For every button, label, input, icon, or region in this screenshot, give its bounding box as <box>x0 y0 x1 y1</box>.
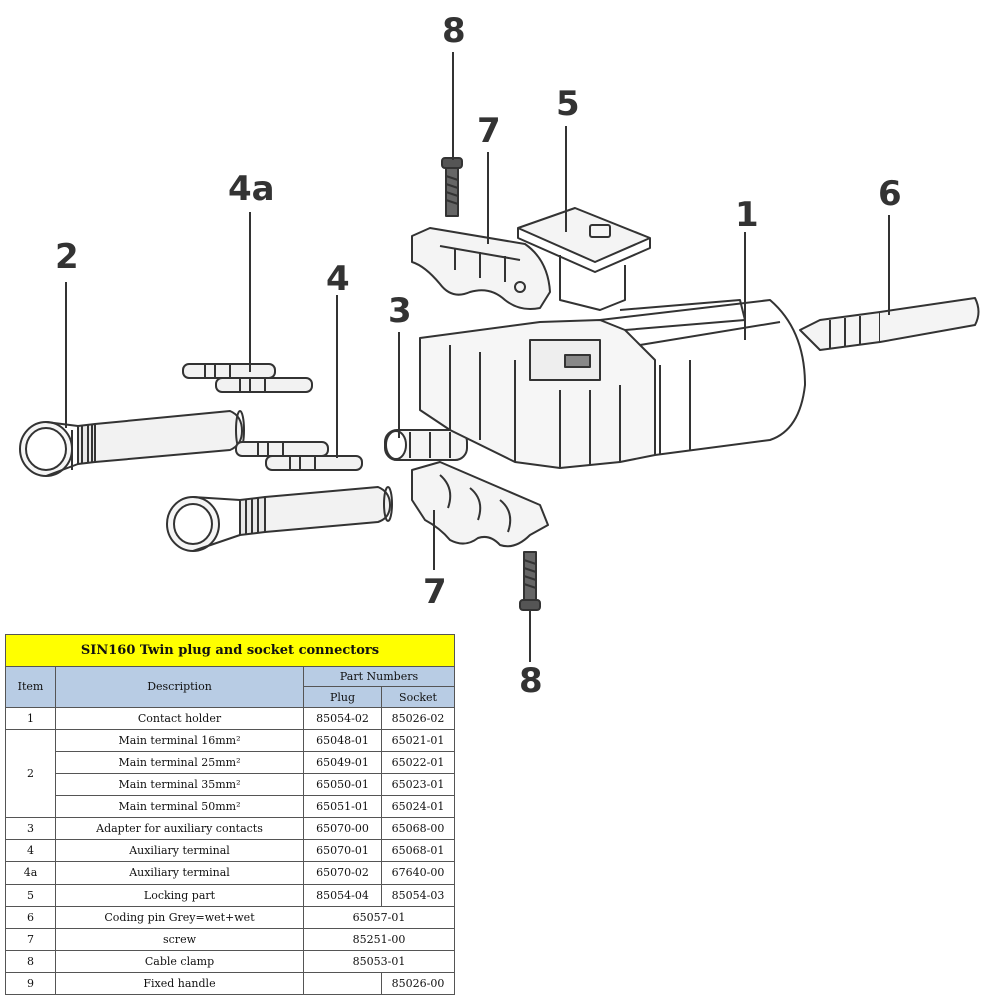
cell-plug: 65049-01 <box>303 751 382 775</box>
callout-6: 6 <box>878 174 902 214</box>
auxiliary-terminals-4 <box>235 441 363 471</box>
cell-plug: 85054-04 <box>303 883 382 907</box>
cell-description: Adapter for auxiliary contacts <box>55 817 304 841</box>
screw-top <box>441 157 463 217</box>
main-terminal-upper <box>19 410 245 477</box>
cell-item: 6 <box>5 905 56 929</box>
table-row: Main terminal 50mm² 65051-01 65024-01 <box>6 795 455 819</box>
table-row: Main terminal 25mm² 65049-01 65022-01 <box>6 751 455 775</box>
contact-holder-housing <box>419 299 806 469</box>
callout-3: 3 <box>388 291 412 331</box>
cell-description: Coding pin Grey=wet+wet <box>55 905 304 929</box>
parts-table: SIN160 Twin plug and socket connectors I… <box>5 634 455 996</box>
coding-pin <box>799 297 980 351</box>
cell-part-number: 85053-01 <box>303 949 455 973</box>
cell-description: screw <box>55 927 304 951</box>
cell-plug: 65050-01 <box>303 773 382 797</box>
cell-plug: 65070-01 <box>303 839 382 863</box>
table-row: 9 Fixed handle 85026-00 <box>5 971 455 996</box>
callout-8-bottom: 8 <box>519 661 543 701</box>
callout-7-top: 7 <box>477 111 501 151</box>
header-part-numbers: Part Numbers <box>303 665 455 688</box>
cell-part-number: 65057-01 <box>303 905 455 929</box>
table-row: 6 Coding pin Grey=wet+wet 65057-01 <box>5 905 455 929</box>
cell-plug: 65070-02 <box>303 861 382 885</box>
cell-plug <box>303 971 382 996</box>
cell-item: 7 <box>5 927 56 951</box>
cell-item: 9 <box>5 971 56 996</box>
cell-plug: 65048-01 <box>303 728 382 753</box>
cell-description: Main terminal 25mm² <box>55 751 304 775</box>
cell-description: Locking part <box>55 883 304 907</box>
cell-description: Main terminal 50mm² <box>55 795 304 819</box>
cell-item: 4a <box>5 861 56 885</box>
screw-bottom <box>519 551 541 611</box>
table-row: 3 Adapter for auxiliary contacts 65070-0… <box>5 817 455 841</box>
cell-item: 8 <box>5 949 56 973</box>
callout-8-top: 8 <box>442 11 466 51</box>
cell-description: Fixed handle <box>55 971 304 996</box>
cell-description: Contact holder <box>55 706 304 730</box>
header-plug: Plug <box>303 686 382 708</box>
cell-description: Auxiliary terminal <box>55 861 304 885</box>
auxiliary-terminals-4a <box>182 363 313 393</box>
cell-socket: 85054-03 <box>381 883 455 907</box>
cell-plug: 65051-01 <box>303 795 382 819</box>
locking-part <box>517 207 651 311</box>
cell-description: Main terminal 16mm² <box>55 728 304 753</box>
table-row: 5 Locking part 85054-04 85054-03 <box>5 883 455 907</box>
cable-clamp-upper <box>411 227 551 310</box>
cell-socket: 85026-00 <box>381 971 455 996</box>
header-socket: Socket <box>381 686 455 708</box>
cell-item: 5 <box>5 883 56 907</box>
adapter-auxiliary-contacts <box>384 429 468 461</box>
table-row: 2 Main terminal 16mm² 65048-01 65021-01 <box>5 728 455 819</box>
cell-socket: 65024-01 <box>381 795 455 819</box>
cell-socket: 65068-01 <box>381 839 455 863</box>
cell-item: 2 <box>5 728 56 819</box>
cell-socket: 65023-01 <box>381 773 455 797</box>
cell-description: Auxiliary terminal <box>55 839 304 863</box>
callout-2: 2 <box>55 237 79 277</box>
cell-socket: 65068-00 <box>381 817 455 841</box>
cell-socket: 65022-01 <box>381 751 455 775</box>
cell-description: Main terminal 35mm² <box>55 773 304 797</box>
callout-5: 5 <box>556 84 580 124</box>
header-item: Item <box>5 665 56 708</box>
cell-socket: 85026-02 <box>381 706 455 730</box>
cable-clamp-lower <box>411 461 549 548</box>
cell-socket: 65021-01 <box>381 728 455 753</box>
table-row: Main terminal 35mm² 65050-01 65023-01 <box>6 773 455 797</box>
leader-lines <box>65 52 890 662</box>
cell-item: 4 <box>5 839 56 863</box>
cell-socket: 67640-00 <box>381 861 455 885</box>
cell-part-number: 85251-00 <box>303 927 455 951</box>
callout-4a: 4a <box>228 169 275 209</box>
table-title: SIN160 Twin plug and socket connectors <box>5 634 455 667</box>
table-row: 4a Auxiliary terminal 65070-02 67640-00 <box>5 861 455 885</box>
callout-7-bottom: 7 <box>423 572 447 612</box>
cell-item: 3 <box>5 817 56 841</box>
cell-plug: 65070-00 <box>303 817 382 841</box>
table-row: 8 Cable clamp 85053-01 <box>5 949 455 973</box>
header-description: Description <box>55 665 304 708</box>
main-terminal-lower <box>166 486 393 552</box>
table-row: 7 screw 85251-00 <box>5 927 455 951</box>
cell-description: Cable clamp <box>55 949 304 973</box>
callout-4: 4 <box>326 259 350 299</box>
callout-1: 1 <box>735 195 759 235</box>
cell-plug: 85054-02 <box>303 706 382 730</box>
cell-item: 1 <box>5 706 56 730</box>
table-row: 1 Contact holder 85054-02 85026-02 <box>5 706 455 730</box>
table-row: 4 Auxiliary terminal 65070-01 65068-01 <box>5 839 455 863</box>
